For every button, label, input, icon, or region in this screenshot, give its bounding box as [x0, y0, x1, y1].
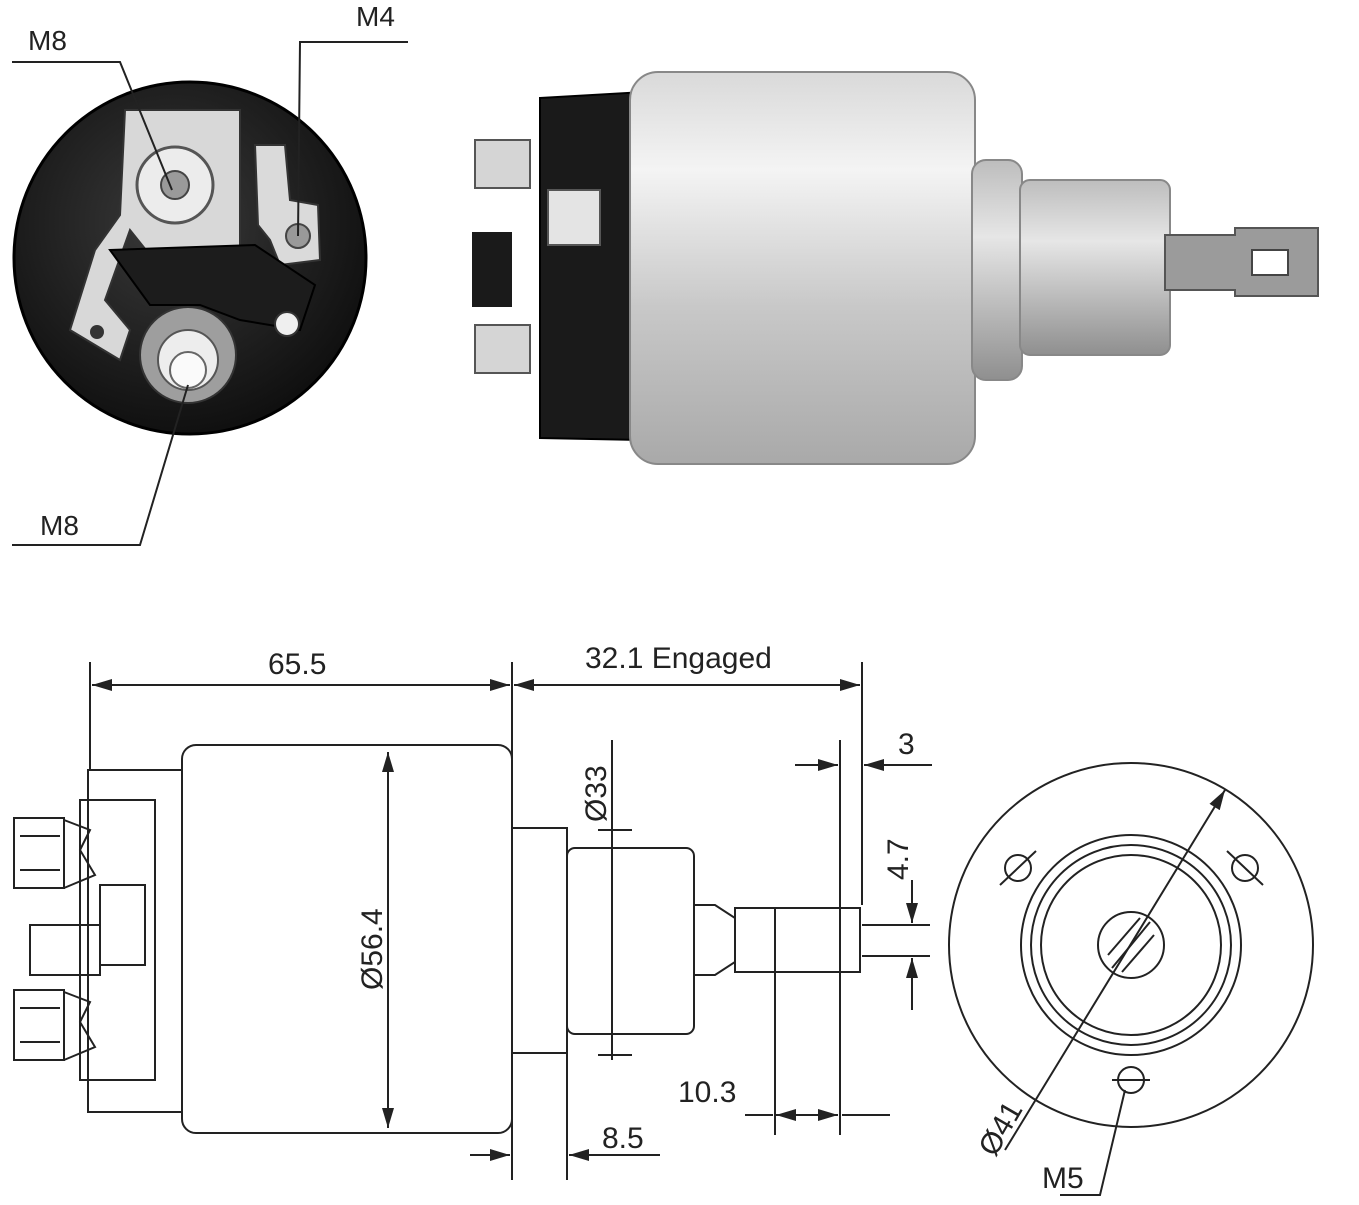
- side-view-photo: [472, 71, 1319, 465]
- dim-body-length: 65.5: [268, 648, 326, 681]
- label-m8-top: M8: [28, 25, 67, 56]
- dim-mount-diameter: Ø41: [972, 1096, 1029, 1162]
- dim-body-diameter: Ø56.4: [356, 908, 389, 990]
- label-m4: M4: [356, 1, 395, 32]
- label-m8-bottom: M8: [40, 510, 79, 541]
- dim-step-diameter: Ø33: [580, 765, 613, 822]
- dim-tab-length: 10.3: [678, 1076, 736, 1109]
- side-drawing: [13, 662, 932, 1180]
- dim-plunger-travel: 32.1 Engaged: [585, 642, 772, 675]
- dim-step-length: 8.5: [602, 1122, 644, 1155]
- front-drawing: [948, 762, 1314, 1196]
- dim-tab-width: 4.7: [882, 838, 915, 880]
- end-cap-photo: [12, 80, 368, 436]
- photo-leaders: [12, 41, 408, 546]
- dim-mount-thread: M5: [1042, 1162, 1084, 1195]
- dim-tab-thickness: 3: [898, 728, 915, 761]
